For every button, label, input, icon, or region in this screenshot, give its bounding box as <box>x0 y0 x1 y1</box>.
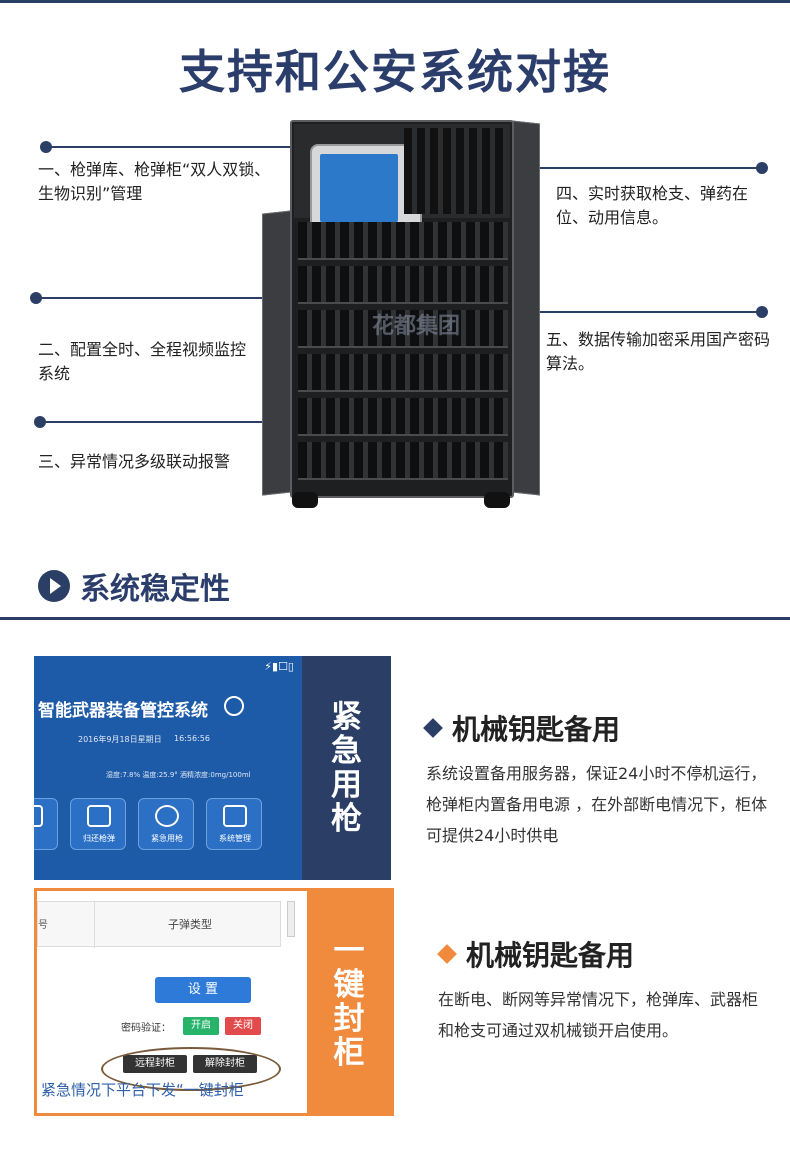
diamond-icon <box>423 718 443 738</box>
seal-caption: 紧急情况下平台下发“一键封柜 <box>41 1081 244 1099</box>
cabinet-left-door <box>262 210 292 496</box>
password-verify-label: 密码验证： <box>121 1023 171 1034</box>
menu-tile-partial[interactable] <box>34 798 58 850</box>
feature-2-leader <box>36 297 266 299</box>
return-icon <box>87 805 111 827</box>
monitor-icon <box>223 805 247 827</box>
block2-heading: 机械钥匙备用 <box>437 934 634 974</box>
cabinet-watermark: 花都集团 <box>372 314 461 339</box>
feature-3-dot <box>34 416 46 428</box>
status-icons: ⚡▮☐▯ <box>264 660 294 673</box>
cabinet-wheel <box>484 492 510 508</box>
date-text: 2016年9月18日星期日 <box>78 735 162 744</box>
disable-button[interactable]: 关闭 <box>225 1017 261 1035</box>
cabinet-slot-row <box>298 310 508 348</box>
table-scrollbar[interactable] <box>287 901 295 937</box>
cabinet-right-door <box>512 120 540 496</box>
feature-4-text: 四、实时获取枪支、弹药在位、动用信息。 <box>556 184 749 227</box>
sensor-readout: 湿度:7.8% 温度:25.9° 酒精浓度:0mg/100ml <box>106 771 251 779</box>
menu-tile-system[interactable]: 系统管理 <box>206 798 262 850</box>
feature-1-dot <box>40 141 52 153</box>
feature-3-leader <box>40 421 266 423</box>
diamond-icon <box>437 944 457 964</box>
gun-cabinet-image: 花都集团 <box>262 120 542 510</box>
control-system-screenshot: ⚡▮☐▯ 智能武器装备管控系统 2016年9月18日星期日 16:56:56 湿… <box>34 656 302 880</box>
cabinet-slots-top <box>404 128 506 214</box>
play-circle-icon <box>38 570 70 602</box>
logo-icon <box>224 696 244 716</box>
highlight-ellipse <box>101 1047 281 1091</box>
feature-5-leader <box>528 311 764 313</box>
menu-tile-emergency[interactable]: 紧急用枪 <box>138 798 194 850</box>
feature-2-text: 二、配置全时、全程视频监控系统 <box>38 340 247 383</box>
one-key-seal-panel: 号 子弹类型 设 置 密码验证： 开启 关闭 远程封柜 解除封柜 紧急情况下平台… <box>34 888 394 1116</box>
cabinet-control-screen <box>310 144 422 232</box>
feature-4-leader <box>528 167 764 169</box>
feature-3-text: 三、异常情况多级联动报警 <box>38 452 231 471</box>
cabinet-body: 花都集团 <box>290 120 514 498</box>
alert-icon <box>155 805 179 827</box>
settings-button[interactable]: 设 置 <box>155 977 251 1003</box>
cabinet-slot-row <box>298 222 508 260</box>
cabinet-slot-row <box>298 442 508 480</box>
menu-tile-return[interactable]: 归还枪弹 <box>70 798 126 850</box>
feature-5-dot <box>756 306 768 318</box>
section-header: 系统稳定性 <box>38 566 230 607</box>
block2-body: 在断电、断网等异常情况下，枪弹库、武器柜和枪支可通过双机械锁开启使用。 <box>438 990 759 1040</box>
block1-heading: 机械钥匙备用 <box>423 708 620 748</box>
feature-4-dot <box>756 162 768 174</box>
menu-tiles: 归还枪弹 紧急用枪 系统管理 <box>34 798 302 858</box>
cabinet-wheel <box>292 492 318 508</box>
top-divider <box>0 0 790 3</box>
time-text: 16:56:56 <box>174 734 210 743</box>
block1-body: 系统设置备用服务器，保证24小时不停机运行，枪弹柜内置备用电源 ，在外部断电情况… <box>426 764 768 845</box>
section-divider <box>0 617 790 620</box>
feature-1-text: 一、枪弹库、枪弹柜“双人双锁、生物识别”管理 <box>38 160 271 203</box>
feature-2-dot <box>30 292 42 304</box>
system-title: 智能武器装备管控系统 <box>38 701 208 721</box>
page-title: 支持和公安系统对接 <box>179 45 611 99</box>
bullet-table-header: 号 子弹类型 <box>37 901 281 948</box>
one-key-seal-label: 一 键 封 柜 <box>307 891 391 1113</box>
emergency-use-label: 紧 急 用 枪 <box>302 656 391 880</box>
seal-control-screenshot: 号 子弹类型 设 置 密码验证： 开启 关闭 远程封柜 解除封柜 紧急情况下平台… <box>37 891 303 1113</box>
feature-1-leader <box>46 146 290 148</box>
cabinet-slot-row <box>298 354 508 392</box>
cabinet-slot-row <box>298 266 508 304</box>
emergency-use-panel: ⚡▮☐▯ 智能武器装备管控系统 2016年9月18日星期日 16:56:56 湿… <box>34 656 391 880</box>
cabinet-slot-row <box>298 398 508 436</box>
enable-button[interactable]: 开启 <box>183 1017 219 1035</box>
section-title: 系统稳定性 <box>80 572 230 607</box>
feature-5-text: 五、数据传输加密采用国产密码算法。 <box>546 330 771 373</box>
